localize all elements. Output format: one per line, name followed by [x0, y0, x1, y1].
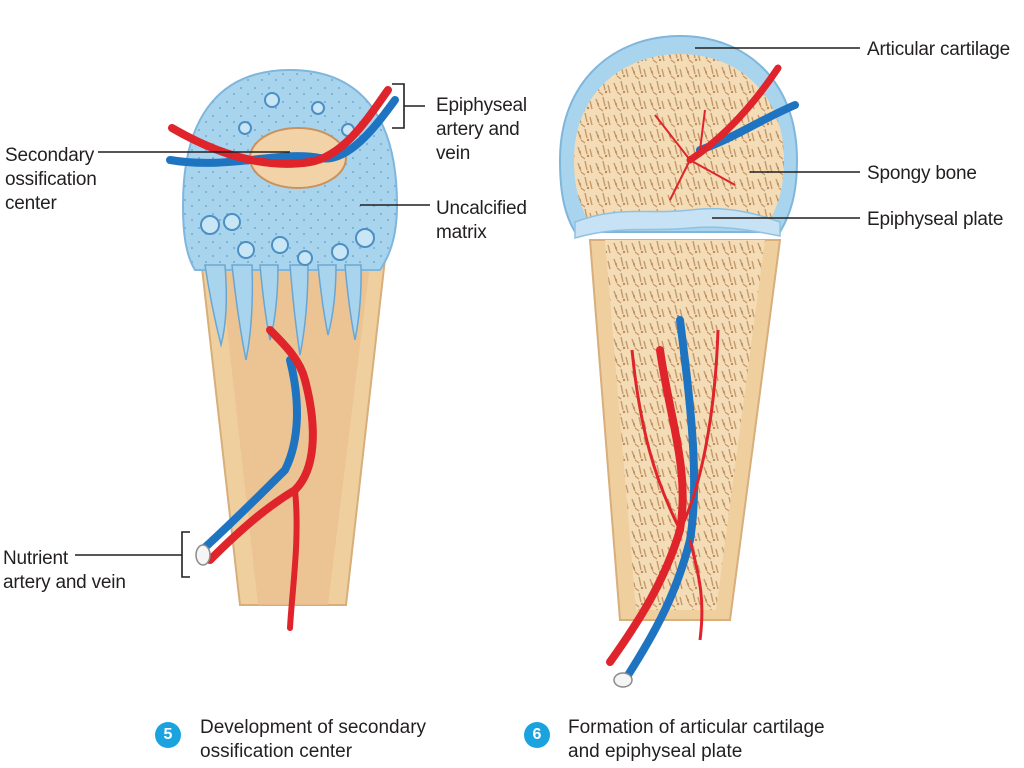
- panel5-chondrocytes: [200, 92, 375, 266]
- step-badge-6: 6: [524, 722, 550, 748]
- panel6-leaders: [695, 47, 860, 219]
- label-secondary-ossification-center: Secondary ossification center: [5, 145, 97, 214]
- panel6-spongy-diaphysis: [605, 240, 765, 610]
- panel6-bone: [558, 34, 799, 688]
- panel5-nutrient-artery: [206, 326, 317, 564]
- panel5-vessel-cut-end: [195, 544, 211, 566]
- label-spongy-bone: Spongy bone: [867, 163, 977, 184]
- panel5-nutrient-branch: [287, 487, 300, 631]
- step-badge-5: 5: [155, 722, 181, 748]
- panel5-leaders: [75, 83, 430, 578]
- panel5-bone: [166, 68, 399, 631]
- caption-panel6: Formation of articular cartilage and epi…: [568, 717, 825, 762]
- panel6-epiphyseal-artery: [686, 64, 782, 164]
- label-nutrient-artery-and-vein: Nutrient artery and vein: [3, 548, 126, 593]
- panel6-epiphyseal-branches: [654, 109, 736, 201]
- label-epiphyseal-plate: Epiphyseal plate: [867, 209, 1004, 230]
- label-epiphyseal-artery-and-vein: Epiphyseal artery and vein: [436, 95, 527, 164]
- label-articular-cartilage: Articular cartilage: [867, 39, 1010, 60]
- panel6-nutrient-branches: [630, 329, 720, 641]
- panel6-vessel-cut-end: [613, 672, 633, 688]
- panel5-epiphyseal-artery: [168, 86, 392, 168]
- label-uncalcified-matrix: Uncalcified matrix: [436, 198, 527, 243]
- panel5-nutrient-vein: [196, 356, 301, 556]
- panel6-nutrient-vein: [621, 316, 699, 684]
- caption-panel5: Development of secondary ossification ce…: [200, 717, 427, 762]
- panel5-cartilage-columns: [204, 264, 362, 361]
- panel6-epiphyseal-plate: [574, 207, 781, 239]
- panel6-spongy-epiphysis: [574, 54, 784, 220]
